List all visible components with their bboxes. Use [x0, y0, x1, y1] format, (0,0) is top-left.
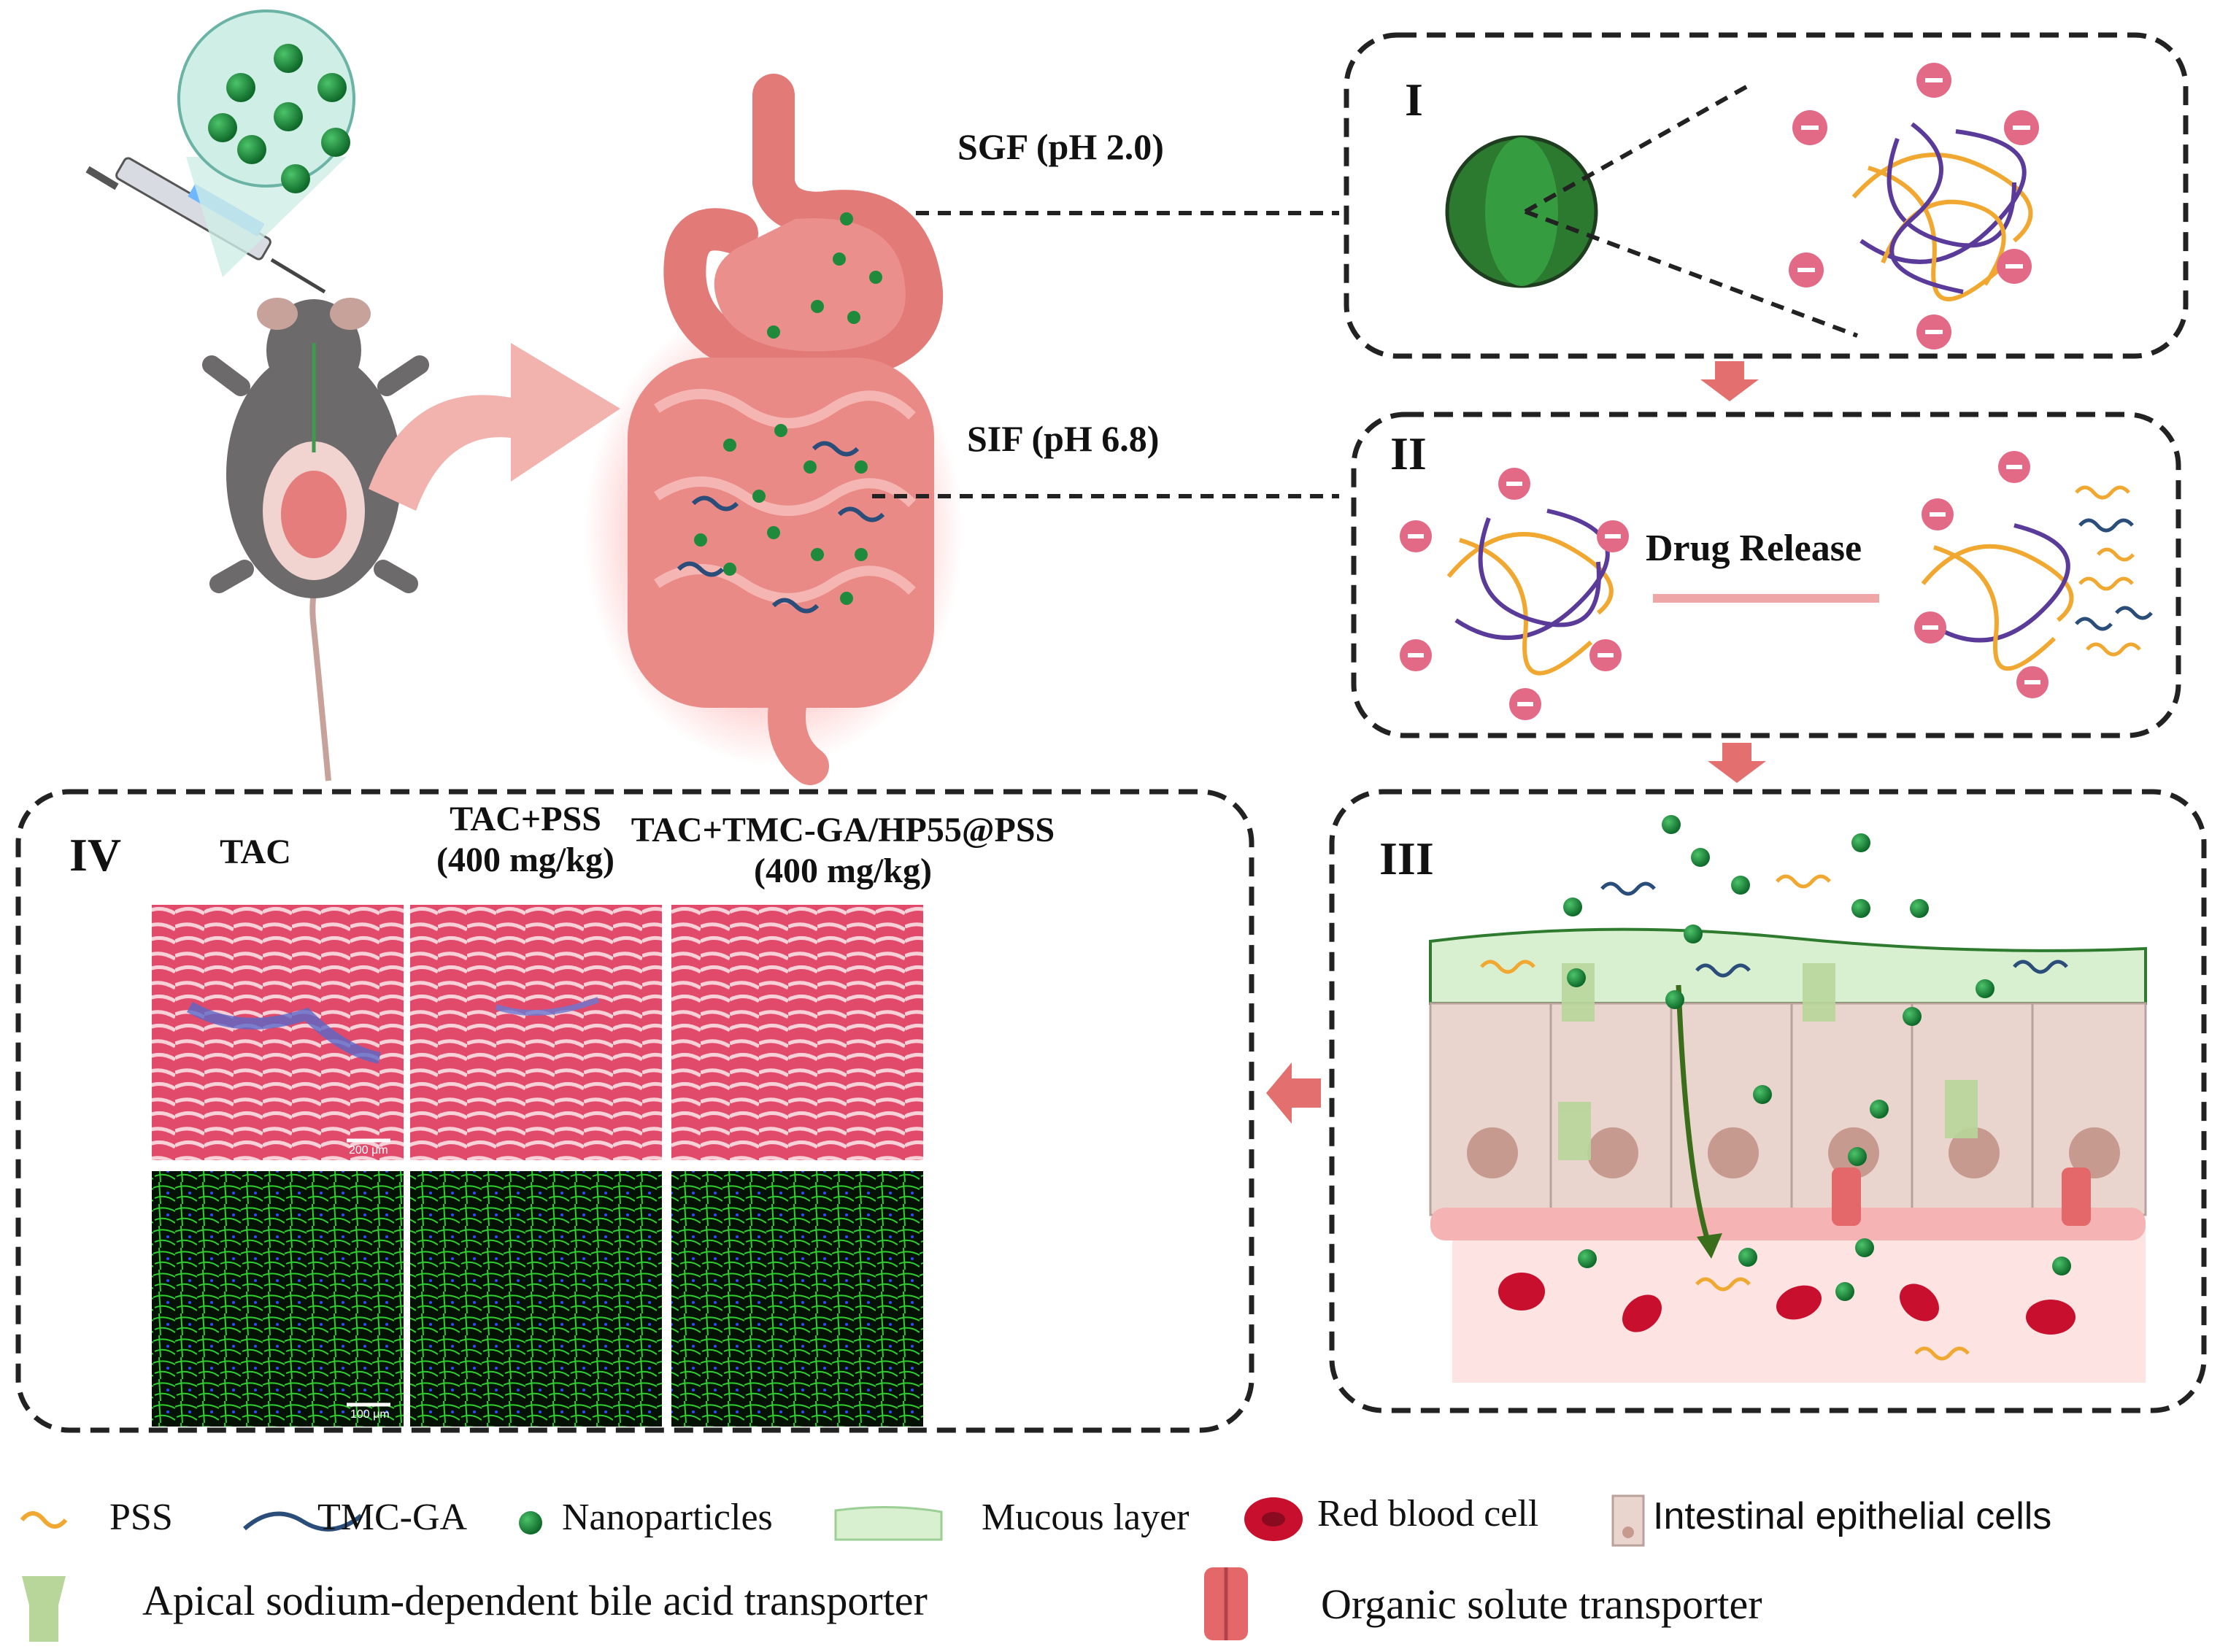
legend-icons	[20, 1494, 1645, 1642]
legend-tmcga-label: TMC-GA	[317, 1497, 468, 1538]
arrow-III-to-IV	[1266, 1062, 1321, 1124]
legend-asbt-label: Apical sodium-dependent bile acid transp…	[142, 1577, 928, 1624]
fluo-image-tac-pss	[410, 1171, 662, 1427]
panel-IV-frame	[15, 789, 1254, 1433]
gi-tract-illustration	[584, 74, 963, 785]
scale-bar-fluo-label: 100 μm	[350, 1408, 390, 1421]
mucous-legend-icon	[834, 1505, 943, 1541]
sgf-condition-label: SGF (pH 2.0)	[957, 126, 1164, 167]
panel-II-label: II	[1390, 428, 1427, 479]
panel-I-label: I	[1405, 74, 1423, 126]
mouse-illustration	[202, 298, 429, 781]
panel-I-frame	[1344, 32, 2189, 359]
arrow-I-to-II	[1700, 361, 1759, 401]
panel-III-label: III	[1379, 833, 1434, 884]
scale-bar-he-label: 200 μm	[349, 1144, 388, 1157]
pss-legend-icon	[20, 1511, 68, 1529]
panel-I-polyelectrolyte-core	[1789, 63, 2039, 350]
histology-grid	[152, 905, 923, 1427]
fluo-image-tac	[152, 1171, 404, 1427]
legend-iec-label: Intestinal epithelial cells	[1653, 1495, 2052, 1537]
group-label-tac: TAC	[220, 833, 291, 871]
legend-rbc-label: Red blood cell	[1317, 1493, 1539, 1535]
iec-legend-icon	[1611, 1494, 1645, 1547]
he-image-tac-pss	[410, 905, 662, 1160]
sif-condition-label: SIF (pH 6.8)	[967, 418, 1160, 459]
legend-nanoparticles-label: Nanoparticles	[562, 1497, 773, 1538]
group-label-tac-pss: TAC+PSS(400 mg/kg)	[436, 800, 614, 879]
hp55-coated-particle	[1445, 82, 1859, 338]
he-image-tac-tmcga	[671, 905, 923, 1160]
panel-II-frame	[1351, 412, 2181, 738]
arrow-II-to-III	[1708, 743, 1766, 783]
ost-legend-icon	[1204, 1567, 1248, 1640]
panel-II-intact-core	[1400, 468, 1629, 720]
nanoparticle-zoom-bubble	[177, 9, 355, 277]
transit-arrow	[369, 343, 620, 511]
asbt-legend-icon	[22, 1576, 66, 1642]
intestinal-barrier-illustration	[1429, 815, 2147, 1383]
drug-release-label: Drug Release	[1646, 528, 1862, 569]
tmcga-legend-icon	[243, 1511, 363, 1532]
legend-ost-label: Organic solute transporter	[1321, 1580, 1762, 1628]
legend-pss-label: PSS	[109, 1497, 173, 1538]
legend-mucous-label: Mucous layer	[982, 1497, 1190, 1538]
panel-III-frame	[1329, 789, 2207, 1413]
fluo-image-tac-tmcga	[671, 1171, 923, 1427]
panel-II-released-core	[1912, 451, 2153, 698]
panel-IV-label: IV	[69, 829, 122, 881]
he-image-tac	[152, 905, 404, 1160]
nanoparticle-legend-icon	[519, 1511, 542, 1535]
group-label-tac-tmcga: TAC+TMC-GA/HP55@PSS(400 mg/kg)	[631, 811, 1055, 890]
